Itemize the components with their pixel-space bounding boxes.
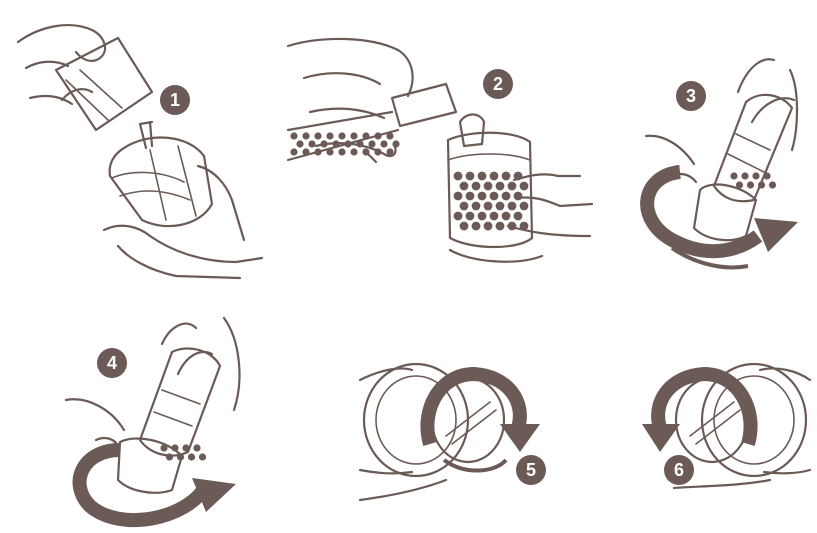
step-2-panel: 2 (280, 0, 610, 290)
bead (386, 148, 393, 155)
bead (763, 172, 770, 179)
bead (344, 140, 351, 147)
bead (374, 148, 381, 155)
twist-beads (160, 444, 206, 460)
bead (454, 172, 463, 181)
bead (193, 444, 200, 451)
step-5-badge: 5 (516, 455, 546, 485)
step-4-badge: 4 (97, 348, 127, 378)
bead (490, 192, 499, 201)
bead (508, 202, 517, 211)
bead (199, 453, 206, 460)
bead (314, 148, 321, 155)
bead (290, 148, 297, 155)
bead (182, 444, 189, 451)
bead (478, 172, 487, 181)
bead (188, 453, 195, 460)
bead (362, 132, 369, 139)
bead (484, 182, 493, 191)
bead (496, 202, 505, 211)
bead (466, 172, 475, 181)
bead (308, 140, 315, 147)
bead (350, 148, 357, 155)
step-2-badge: 2 (483, 69, 513, 99)
bead (320, 140, 327, 147)
bead (296, 140, 303, 147)
bead (350, 132, 357, 139)
bead (741, 172, 748, 179)
bead (454, 212, 463, 221)
bead (326, 132, 333, 139)
rotate-clockwise-icon (350, 340, 570, 533)
bead (374, 132, 381, 139)
bead (758, 181, 765, 188)
bead (338, 148, 345, 155)
step-1-panel: 1 (0, 0, 270, 290)
twist-counterclockwise-icon (0, 300, 270, 533)
step-3-panel: 3 (620, 0, 817, 290)
bead (484, 202, 493, 211)
step-6-badge: 6 (664, 455, 694, 485)
bead (514, 212, 523, 221)
bead (332, 140, 339, 147)
bead (472, 202, 481, 211)
bead (520, 182, 529, 191)
bead (502, 172, 511, 181)
step-5-panel: 5 (350, 340, 570, 533)
bead (490, 212, 499, 221)
bead (752, 172, 759, 179)
step-6-panel: 6 (620, 340, 817, 533)
rotate-counterclockwise-icon (620, 340, 817, 533)
bead (290, 132, 297, 139)
bead (166, 453, 173, 460)
step-4-panel: 4 (0, 300, 270, 533)
bead (502, 192, 511, 201)
bead (496, 182, 505, 191)
bead (386, 132, 393, 139)
remove-cap-icon (0, 0, 270, 290)
bead (490, 172, 499, 181)
bead (380, 140, 387, 147)
bead (356, 140, 363, 147)
tube-beads (290, 132, 399, 155)
bead (478, 192, 487, 201)
bead (520, 202, 529, 211)
step-1-badge: 1 (160, 85, 190, 115)
bead (747, 181, 754, 188)
bead (338, 132, 345, 139)
bead (502, 212, 511, 221)
bead (466, 212, 475, 221)
bead (302, 132, 309, 139)
bead (460, 202, 469, 211)
step-3-badge: 3 (676, 81, 706, 111)
bead (472, 182, 481, 191)
twist-beads (730, 172, 776, 188)
bead (302, 148, 309, 155)
container-beads (454, 172, 529, 231)
bead (478, 212, 487, 221)
bead (454, 192, 463, 201)
bead (484, 222, 493, 231)
twist-clockwise-icon (620, 0, 817, 290)
bead (326, 148, 333, 155)
bead (362, 148, 369, 155)
bead (314, 132, 321, 139)
bead (460, 182, 469, 191)
bead (769, 181, 776, 188)
bead (460, 222, 469, 231)
bead (472, 222, 481, 231)
bead (392, 140, 399, 147)
bead (496, 222, 505, 231)
fill-beads-icon (280, 0, 610, 290)
bead (466, 192, 475, 201)
bead (368, 140, 375, 147)
bead (508, 182, 517, 191)
bead (730, 172, 737, 179)
